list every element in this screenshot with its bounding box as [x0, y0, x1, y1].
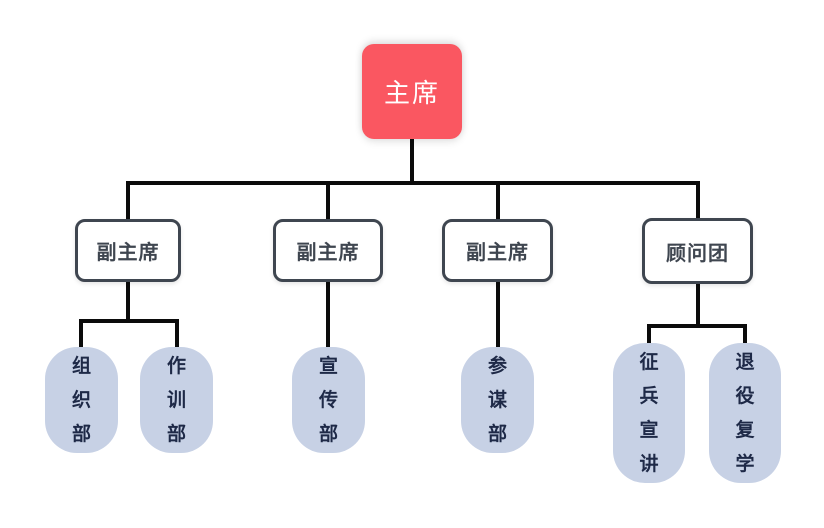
org-node-training-dept-label: 作训部	[166, 355, 186, 445]
connector-root-vertical	[410, 139, 414, 185]
connector-branch4-vertical	[696, 282, 700, 328]
org-node-vice-chairman-3: 副主席	[442, 219, 553, 282]
org-node-recruitment-lecture-label: 征兵宣讲	[639, 351, 659, 475]
connector-branch4-bus	[647, 324, 747, 328]
org-node-training-dept: 作训部	[140, 347, 213, 453]
org-node-publicity-dept-label: 宣传部	[318, 355, 338, 445]
org-node-organization-dept-label: 组织部	[71, 355, 91, 445]
connector-branch1-vertical	[126, 280, 130, 323]
connector-branch1-bus	[79, 319, 179, 323]
connector-branch4-drop-left	[647, 324, 651, 345]
org-node-vice-chairman-2: 副主席	[273, 219, 383, 282]
connector-branch4-drop-right	[743, 324, 747, 345]
connector-branch1-drop-right	[175, 319, 179, 349]
connector-branch3-vertical	[496, 280, 500, 349]
org-node-publicity-dept: 宣传部	[292, 347, 365, 453]
connector-drop-branch-1	[126, 181, 130, 221]
connector-level2-bus	[126, 181, 700, 185]
org-node-vice-chairman-2-label: 副主席	[296, 242, 360, 264]
org-node-chairman-label: 主席	[383, 79, 440, 109]
org-node-vice-chairman-3-label: 副主席	[466, 242, 529, 264]
org-node-organization-dept: 组织部	[45, 347, 118, 453]
connector-drop-branch-4	[696, 181, 700, 220]
connector-branch2-vertical	[326, 280, 330, 349]
org-node-veteran-reenrollment: 退役复学	[709, 343, 781, 483]
org-node-vice-chairman-1-label: 副主席	[96, 242, 160, 264]
connector-drop-branch-3	[496, 181, 500, 221]
org-node-veteran-reenrollment-label: 退役复学	[735, 351, 755, 475]
org-node-advisory-group-label: 顾问团	[666, 242, 729, 265]
connector-branch1-drop-left	[79, 319, 83, 349]
org-node-recruitment-lecture: 征兵宣讲	[613, 343, 685, 483]
org-node-staff-dept: 参谋部	[461, 347, 534, 453]
connector-drop-branch-2	[326, 181, 330, 221]
org-node-staff-dept-label: 参谋部	[487, 355, 507, 445]
org-node-advisory-group: 顾问团	[642, 218, 753, 284]
org-node-vice-chairman-1: 副主席	[75, 219, 181, 282]
org-node-chairman: 主席	[362, 44, 462, 139]
